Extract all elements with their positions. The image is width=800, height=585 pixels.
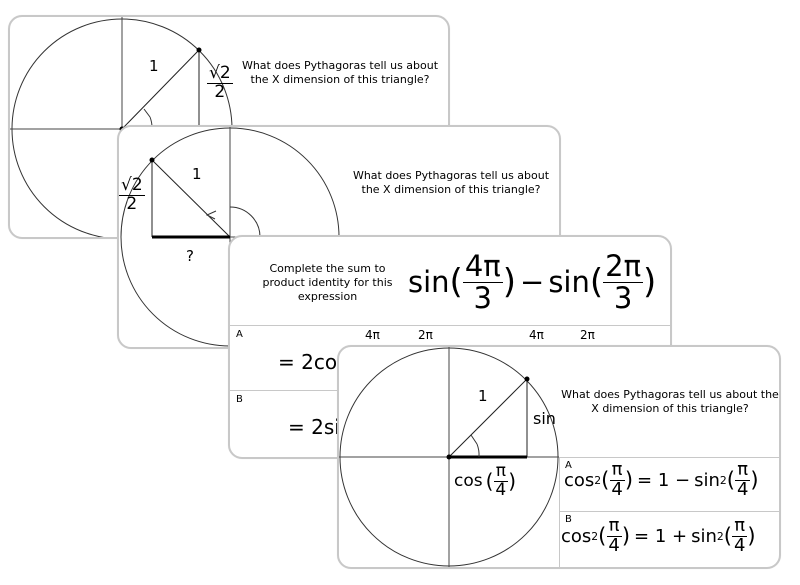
unknown-side-label: ? bbox=[186, 247, 194, 265]
option-b[interactable]: B cos 2 ( π 4 ) = 1 + sin 2 ( π 4 ) bbox=[560, 512, 779, 567]
flashcard-4[interactable]: 1 sin cos ( π 4 ) What does Pythagoras t… bbox=[337, 345, 781, 569]
fraction-1: 4π 3 bbox=[462, 249, 503, 315]
option-a-peek-4: 2π bbox=[580, 328, 595, 342]
fraction-2: 2π 3 bbox=[603, 249, 644, 315]
option-a-letter: A bbox=[236, 329, 243, 340]
instruction-text: Complete the sum to product identity for… bbox=[262, 262, 393, 303]
option-a-expression: cos 2 ( π 4 ) = 1 − sin 2 ( π 4 ) bbox=[564, 459, 759, 500]
option-a[interactable]: A cos 2 ( π 4 ) = 1 − sin 2 ( π 4 ) bbox=[560, 458, 779, 511]
divider bbox=[559, 511, 779, 512]
side-fraction: √2 2 bbox=[207, 63, 233, 102]
sin-word-1: sin bbox=[408, 265, 450, 299]
minus-sign: − bbox=[520, 265, 545, 299]
hypotenuse-label: 1 bbox=[149, 57, 159, 75]
unit-circle-diagram-4 bbox=[339, 347, 559, 567]
divider bbox=[230, 325, 670, 326]
pi-over-4: π 4 bbox=[493, 461, 508, 500]
hypotenuse-label: 1 bbox=[478, 387, 488, 405]
hypotenuse-label: 1 bbox=[192, 165, 202, 183]
option-a-peek-1: 4π bbox=[365, 328, 380, 342]
side-fraction: √2 2 bbox=[119, 175, 145, 214]
side-denominator: 2 bbox=[214, 81, 226, 102]
cos-word: cos bbox=[454, 471, 483, 492]
option-b-letter: B bbox=[565, 514, 572, 525]
question-text: What does Pythagoras tell us about the X… bbox=[352, 169, 550, 196]
side-numerator: √2 bbox=[207, 63, 233, 84]
side-numerator: √2 bbox=[119, 175, 145, 196]
option-a-peek-2: 2π bbox=[418, 328, 433, 342]
question-text: What does Pythagoras tell us about the X… bbox=[561, 388, 779, 415]
option-a-peek-3: 4π bbox=[529, 328, 544, 342]
option-a-letter: A bbox=[565, 460, 572, 471]
sin-word-2: sin bbox=[548, 265, 590, 299]
sin-label: sin bbox=[533, 409, 556, 428]
question-text: What does Pythagoras tell us about the X… bbox=[241, 59, 439, 86]
option-b[interactable]: B = 2si bbox=[230, 391, 670, 457]
option-b-letter: B bbox=[236, 394, 243, 405]
option-b-expression: = 2si bbox=[288, 415, 340, 439]
cos-label: cos ( π 4 ) bbox=[454, 461, 517, 500]
expression: sin ( 4π 3 ) − sin ( 2π 3 ) bbox=[408, 249, 657, 315]
side-denominator: 2 bbox=[126, 193, 138, 214]
option-a[interactable]: A = 2cos 4π 2π 4π 2π bbox=[230, 326, 670, 389]
divider bbox=[559, 457, 779, 458]
option-a-expression: = 2cos bbox=[278, 350, 348, 374]
option-b-expression: cos 2 ( π 4 ) = 1 + sin 2 ( π 4 ) bbox=[561, 515, 756, 556]
divider bbox=[559, 457, 560, 567]
